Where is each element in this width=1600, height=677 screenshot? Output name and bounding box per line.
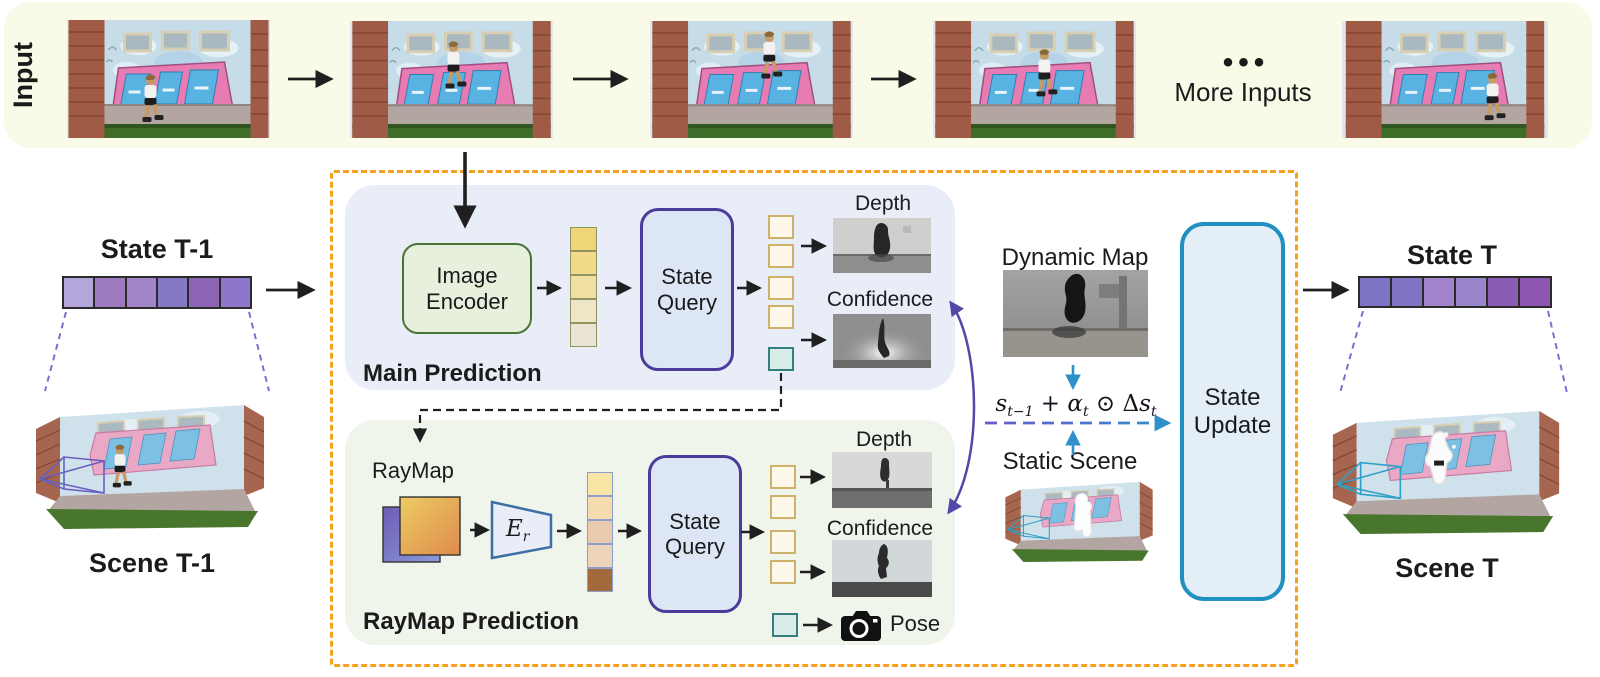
output-token [768,244,794,268]
state-token [1488,278,1520,306]
raymap-token [587,496,613,520]
encoder-symbol-E: E [506,516,523,542]
raymap-token [587,472,613,496]
state-t1-bar [62,276,252,309]
dynamic-map-label: Dynamic Map [1001,244,1149,271]
state-update-box: State Update [1180,222,1285,601]
state-token [189,278,221,307]
static-scene-label: Static Scene [1002,448,1138,475]
scene-t1-image [20,393,280,538]
state-token [1392,278,1424,306]
state-t-bar [1358,276,1552,308]
input-frame-3 [650,21,853,138]
confidence-label-main: Confidence [826,288,934,311]
state-token [157,278,190,307]
raymap-prediction-title: RayMap Prediction [363,608,580,635]
depth-label-main: Depth [854,192,912,215]
encoder-token [570,275,597,299]
encoder-symbol-sub: r [522,529,530,545]
raymap-thumbnails [380,494,468,566]
raymap-encoder-trapezoid [490,496,554,564]
formula-delta: Δ [1122,391,1140,417]
state-t-label: State T [1406,240,1498,270]
state-token [220,278,250,307]
raymap-label: RayMap [372,458,454,483]
raymap-token [587,568,613,592]
camera-icon [838,607,884,643]
input-band-label: Input [8,42,38,108]
formula-alpha: α [1067,391,1083,417]
static-scene-image [995,473,1163,569]
output-token [770,560,796,584]
state-token [95,278,127,307]
scene-t-image [1317,396,1575,546]
state-token [126,278,158,307]
formula-alpha-sub: t [1082,404,1089,420]
output-token [768,215,794,239]
state-query-label: State Query [657,264,717,315]
more-inputs-ellipsis: ••• [1222,46,1270,79]
state-query-box-main: State Query [640,208,734,371]
more-inputs-label: More Inputs [1174,77,1312,107]
scene-t1-label: Scene T-1 [88,548,216,578]
confidence-map-image-raymap [832,540,932,597]
scene-t-label: Scene T [1395,553,1499,583]
update-formula: st−1 + αt ⊙ Δst [970,391,1182,420]
state-token-output [772,613,798,637]
raymap-token [587,544,613,568]
encoder-token [570,227,597,251]
formula-s: s [995,391,1008,417]
encoder-token [570,251,597,275]
state-token [1424,278,1456,306]
image-encoder-box: Image Encoder [402,243,532,334]
formula-plus: + [1033,391,1068,417]
output-token [770,530,796,554]
state-token [1520,278,1550,306]
confidence-map-image-main [833,314,931,368]
depth-map-image-main [833,218,931,273]
state-t1-label: State T-1 [100,234,214,264]
input-frame-5 [1342,21,1548,138]
formula-delta-sub: t [1150,404,1157,420]
encoder-token [570,323,597,347]
formula-s-sub: t−1 [1007,404,1034,420]
output-token [770,465,796,489]
input-frame-4 [933,21,1136,138]
input-frame-1 [67,20,270,138]
formula-delta-s: s [1139,391,1151,417]
output-token [768,276,794,300]
state-token [1456,278,1488,306]
depth-label-raymap: Depth [855,428,913,451]
confidence-label-raymap: Confidence [826,517,934,540]
state-token [64,278,96,307]
dynamic-map-image [1003,270,1148,357]
raymap-encoder-symbol: Er [506,516,530,545]
state-update-label: State Update [1193,383,1272,439]
output-token [770,495,796,519]
state-token [1360,278,1392,306]
input-frame-2 [350,21,553,138]
state-token-output [768,347,794,371]
pose-label: Pose [890,611,941,636]
image-encoder-label: Image Encoder [426,263,508,314]
pipeline-boundary [330,170,1298,667]
depth-map-image-raymap [832,452,932,508]
state-query-label: State Query [665,508,725,559]
raymap-token [587,520,613,544]
formula-odot: ⊙ [1088,391,1123,417]
encoder-token [570,299,597,323]
state-query-box-raymap: State Query [648,455,742,613]
main-prediction-title: Main Prediction [363,360,542,387]
output-token [768,305,794,329]
